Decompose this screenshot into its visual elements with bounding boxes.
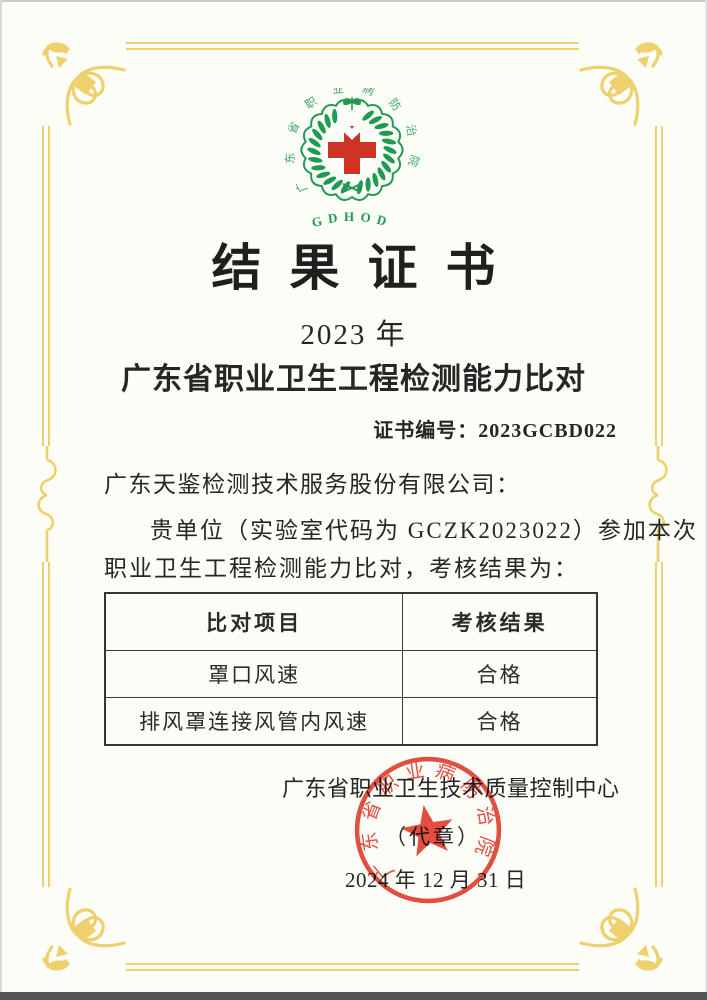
- results-table: 比对项目 考核结果 罩口风速 合格 排风罩连接风管内风速 合格: [104, 592, 598, 746]
- organization-logo: 广东省职业病防治院 GDHOD: [284, 88, 405, 230]
- logo-cross-icon: [328, 126, 376, 174]
- logo-heart-icon: [342, 124, 362, 140]
- table-cell-item: 排风罩连接风管内风速: [104, 697, 404, 746]
- table-header-row: 比对项目 考核结果: [104, 592, 598, 651]
- scan-edge-bottom: [0, 992, 707, 1000]
- recipient-line: 广东天鉴检测技术服务股份有限公司：: [104, 472, 521, 497]
- border-corner-ornament-top-left: [26, 26, 126, 126]
- table-header-result: 考核结果: [402, 592, 598, 651]
- table-cell-result: 合格: [402, 650, 598, 698]
- certificate-title: 结果证书: [211, 240, 524, 296]
- border-corner-ornament-bottom-left: [26, 887, 126, 987]
- certificate-number-value: 2023GCBD022: [478, 420, 617, 442]
- border-side-ornament-right: [645, 446, 671, 562]
- certificate-number-label: 证书编号：: [373, 420, 479, 442]
- border-corner-ornament-top-right: [579, 26, 679, 126]
- official-seal-stamp: 广东省职业病防治院: [347, 748, 505, 904]
- scan-edge-top: [0, 0, 707, 2]
- border-side-ornament-left: [34, 446, 60, 562]
- certificate-subtitle: 广东省职业卫生工程检测能力比对: [121, 363, 586, 396]
- border-corner-ornament-bottom-right: [579, 887, 679, 987]
- stamp-star-icon: [401, 805, 453, 857]
- body-line-2: 职业卫生工程检测能力比对，考核结果为：: [104, 556, 579, 581]
- logo-scalloped-ring: [300, 99, 404, 201]
- table-cell-result: 合格: [402, 697, 598, 746]
- table-row: 排风罩连接风管内风速 合格: [104, 697, 598, 746]
- stamp-ring: [354, 756, 502, 904]
- table-header-item: 比对项目: [104, 592, 404, 651]
- logo-sprout-icon: [343, 97, 361, 110]
- certificate-number: 证书编号：2023GCBD022: [373, 414, 617, 443]
- issuer-name: 广东省职业卫生技术质量控制中心: [282, 776, 620, 801]
- scan-edge-right: [705, 0, 707, 1000]
- body-line-1: 贵单位（实验室代码为 GCZK2023022）参加本次: [150, 518, 698, 543]
- logo-acronym: GDHOD: [310, 209, 394, 230]
- scan-edge-left: [0, 0, 2, 1000]
- table-row: 罩口风速 合格: [104, 650, 598, 698]
- table-cell-item: 罩口风速: [104, 650, 404, 698]
- certificate-year: 2023 年: [300, 319, 407, 351]
- logo-wreath-stems: [342, 183, 362, 193]
